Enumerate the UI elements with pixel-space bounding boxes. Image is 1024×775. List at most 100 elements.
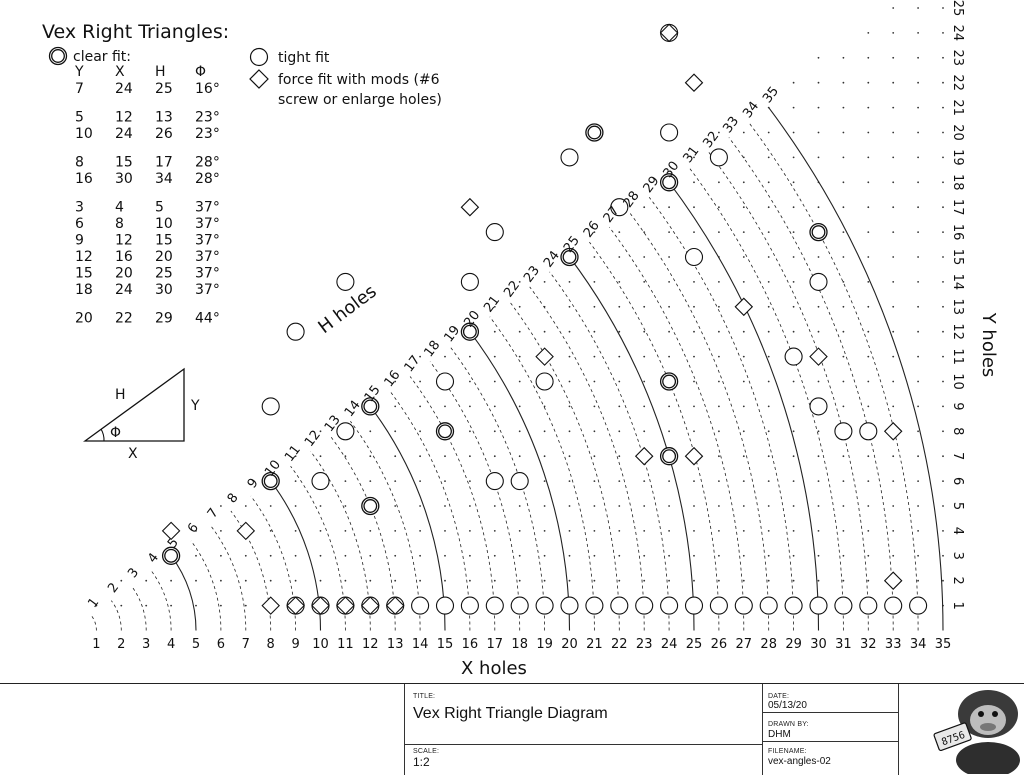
table-cell: 26 (155, 126, 173, 142)
grid-hole (942, 256, 944, 258)
grid-hole (817, 56, 820, 59)
grid-hole (195, 604, 197, 607)
table-cell: 20 (75, 311, 93, 327)
grid-hole (817, 81, 820, 84)
clear-fit-marker-inner (662, 374, 677, 389)
grid-hole (718, 330, 720, 333)
grid-hole (892, 505, 895, 507)
grid-hole (767, 554, 770, 557)
x-tick-label: 11 (337, 637, 354, 652)
grid-hole (867, 181, 870, 184)
hyp-arc (350, 421, 421, 631)
grid-hole (767, 231, 770, 234)
grid-hole (568, 579, 571, 582)
grid-hole (942, 430, 944, 433)
grid-hole (742, 256, 745, 258)
grid-hole (568, 530, 571, 532)
table-cell: 16 (75, 171, 93, 187)
grid-hole (444, 505, 446, 507)
h-tick-label: 8 (225, 491, 242, 507)
grid-hole (817, 480, 820, 482)
h-tick-label: 33 (720, 114, 742, 136)
table-cell: 3 (75, 200, 84, 216)
grid-hole (244, 554, 247, 557)
grid-hole (892, 156, 895, 159)
grid-hole (294, 505, 297, 507)
grid-hole (842, 554, 845, 557)
grid-hole (643, 330, 646, 333)
grid-hole (817, 579, 820, 582)
grid-hole (718, 131, 720, 134)
tight-fit-marker (435, 372, 455, 391)
grid-hole (942, 7, 944, 9)
grid-hole (618, 579, 621, 582)
grid-hole (668, 355, 670, 358)
tight-fit-marker (734, 596, 753, 615)
grid-hole (867, 206, 870, 209)
grid-hole (419, 405, 421, 408)
grid-hole (817, 156, 820, 159)
x-tick-label: 6 (217, 637, 225, 652)
tight-fit-marker (411, 596, 430, 615)
h-tick-label: 34 (740, 99, 762, 121)
force-fit-marker (261, 596, 280, 615)
table-cell: 25 (155, 81, 173, 97)
grid-hole (842, 106, 845, 109)
h-tick-label: 18 (421, 338, 443, 360)
grid-hole (892, 480, 895, 482)
table-cell: 5 (155, 200, 164, 216)
grid-hole (917, 530, 919, 532)
table-cell: 22 (115, 311, 133, 327)
y-tick-label: 7 (950, 452, 965, 460)
grid-hole (95, 604, 98, 607)
table-cell: 10 (155, 216, 173, 232)
grid-hole (244, 604, 247, 607)
grid-hole (643, 305, 646, 308)
tight-fit-marker (435, 596, 455, 615)
legend-title: Vex Right Triangles: (42, 21, 229, 43)
grid-hole (917, 579, 919, 582)
x-tick-label: 29 (785, 637, 802, 652)
grid-hole (867, 505, 870, 507)
grid-hole (792, 256, 795, 258)
table-header: Y (74, 64, 84, 80)
y-tick-label: 24 (950, 25, 965, 42)
triangle-label-angle: Φ (110, 425, 121, 441)
grid-hole (718, 181, 720, 184)
grid-hole (668, 330, 670, 333)
date-value: 05/13/20 (768, 700, 807, 711)
grid-hole (942, 156, 944, 159)
y-tick-label: 6 (950, 477, 965, 485)
h-tick-label: 11 (282, 443, 304, 465)
tight-fit-marker (311, 472, 330, 491)
grid-hole (917, 305, 919, 308)
grid-hole (842, 579, 845, 582)
grid-hole (767, 530, 770, 532)
grid-hole (693, 505, 695, 507)
hyp-arc (688, 167, 844, 631)
tight-fit-label: tight fit (278, 50, 330, 66)
grid-hole (568, 430, 571, 433)
table-cell: 12 (115, 233, 133, 249)
grid-hole (394, 405, 397, 408)
grid-hole (668, 231, 670, 234)
y-tick-label: 4 (950, 527, 965, 535)
grid-hole (643, 530, 646, 532)
grid-hole (892, 530, 895, 532)
table-cell: 28° (195, 155, 220, 171)
clear-fit-marker-inner (587, 125, 602, 140)
grid-hole (742, 181, 745, 184)
grid-hole (518, 281, 521, 283)
drawn-by-label: DRAWN BY: (768, 721, 809, 728)
grid-hole (867, 480, 870, 482)
grid-hole (792, 81, 795, 84)
grid-hole (767, 206, 770, 209)
grid-hole (792, 131, 795, 134)
force-fit-label-line1: force fit with mods (#6 (278, 72, 440, 88)
grid-hole (693, 231, 695, 234)
grid-hole (593, 405, 596, 408)
table-cell: 5 (75, 110, 84, 126)
grid-hole (543, 281, 546, 283)
grid-hole (867, 281, 870, 283)
grid-hole (842, 256, 845, 258)
